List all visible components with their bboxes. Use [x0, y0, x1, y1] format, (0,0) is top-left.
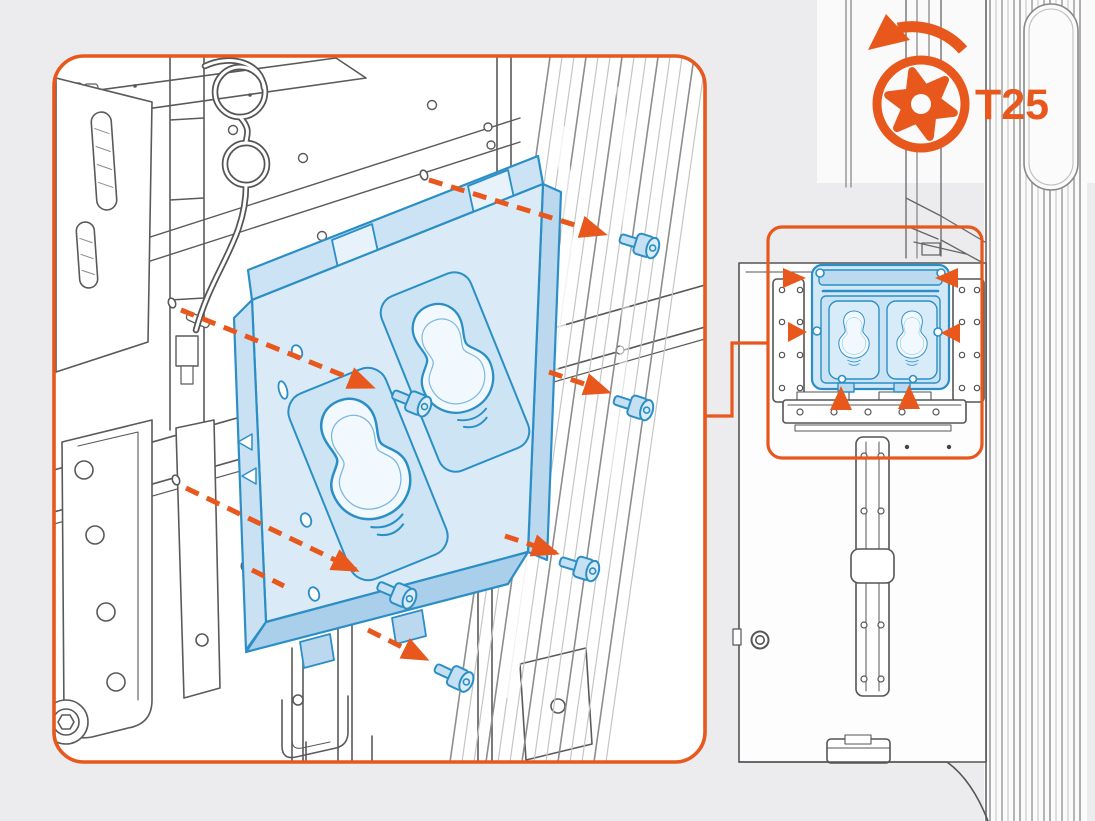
marker-bottom-left — [830, 386, 852, 410]
counterclockwise-rotation-arrow-icon — [868, 14, 968, 54]
marker-mid-left — [788, 322, 807, 342]
callout-connector-line — [706, 341, 768, 418]
marker-bottom-right — [898, 385, 920, 409]
marker-mid-right — [941, 323, 960, 343]
screw-direction-arrows — [180, 177, 612, 662]
ribbed-pillar — [984, 0, 1087, 821]
marker-top-right — [935, 268, 958, 288]
screw-arrow-3 — [548, 369, 612, 396]
overview-bracket — [810, 263, 951, 393]
overview-illustration — [732, 0, 1087, 821]
screw-arrow-2 — [180, 307, 376, 390]
panel-button — [750, 630, 770, 650]
detail-callout-box — [52, 54, 707, 764]
marker-top-left — [783, 268, 806, 288]
torx-bit-icon — [872, 55, 970, 153]
screw-location-markers — [783, 268, 960, 410]
screw-arrow-1 — [428, 177, 608, 238]
screw-arrow-6 — [366, 627, 430, 662]
screw-arrow-4 — [184, 485, 360, 573]
device-front-panel — [732, 262, 989, 821]
pillar-handle-slot — [1023, 3, 1079, 191]
detail-illustration — [54, 56, 705, 762]
coiled-cables — [192, 57, 271, 334]
t25-label: T25 — [975, 81, 1049, 129]
screw-arrow-5 — [504, 533, 560, 557]
tool-badge: T25 — [868, 14, 1049, 153]
